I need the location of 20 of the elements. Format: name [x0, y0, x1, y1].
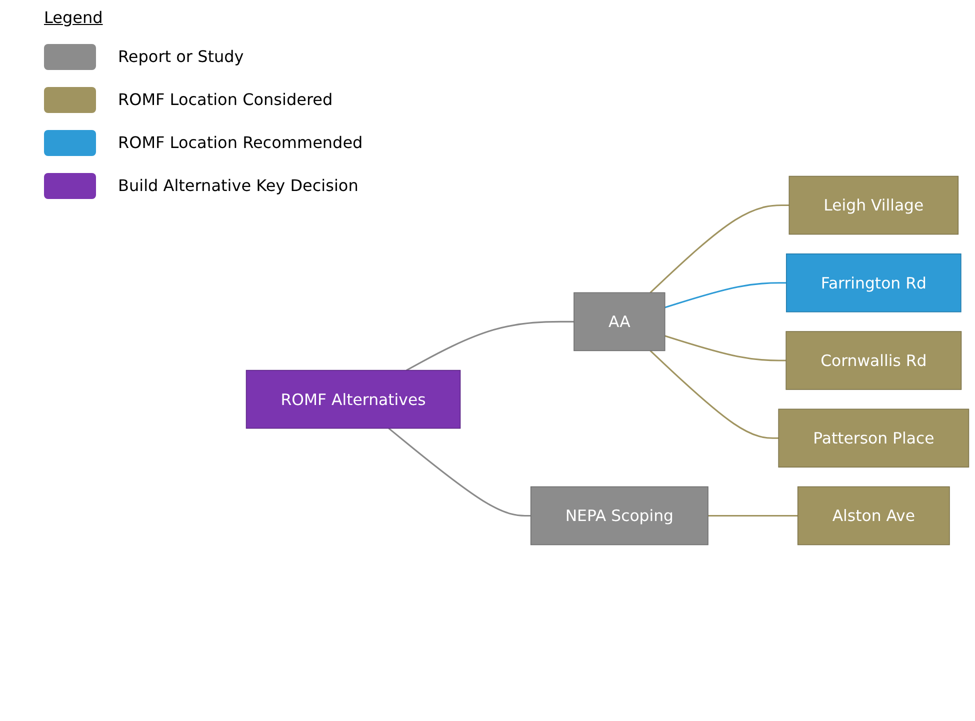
connector: [650, 204, 790, 294]
connector: [406, 320, 574, 371]
node-box: Cornwallis Rd: [786, 331, 962, 390]
legend-label: ROMF Location Considered: [118, 90, 333, 109]
node-box: Patterson Place: [778, 408, 970, 468]
node-box: Farrington Rd: [786, 253, 962, 312]
connector: [708, 514, 798, 517]
legend-label: Report or Study: [118, 47, 244, 66]
connector: [664, 282, 786, 308]
node-box: Leigh Village: [788, 176, 959, 235]
node-box: AA: [574, 292, 666, 352]
node-box: NEPA Scoping: [530, 486, 708, 546]
node-box: ROMF Alternatives: [246, 370, 461, 429]
node-box: Alston Ave: [797, 486, 950, 546]
legend-label: ROMF Location Recommended: [118, 133, 363, 152]
legend-heading: Legend: [44, 8, 103, 27]
connector: [664, 335, 786, 362]
legend-label: Build Alternative Key Decision: [118, 176, 358, 195]
connector: [388, 428, 531, 517]
connector: [650, 350, 779, 439]
